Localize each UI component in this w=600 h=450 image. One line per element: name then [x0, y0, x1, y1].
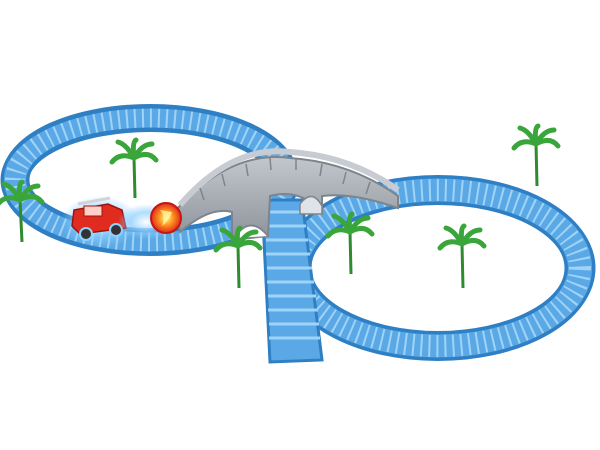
palm-tree-icon [511, 123, 561, 187]
right-track-loop [280, 175, 596, 361]
palm-tree-icon [109, 137, 159, 199]
stone-bridge [174, 148, 400, 242]
palm-tree-icon [325, 211, 375, 275]
palm-tree-icon [437, 223, 487, 289]
palm-tree-icon [213, 225, 263, 289]
fireball-icon [118, 202, 182, 240]
palm-tree-icon [0, 179, 45, 243]
crossing-track-ramp [260, 198, 324, 364]
fire-truck-icon [60, 196, 140, 248]
